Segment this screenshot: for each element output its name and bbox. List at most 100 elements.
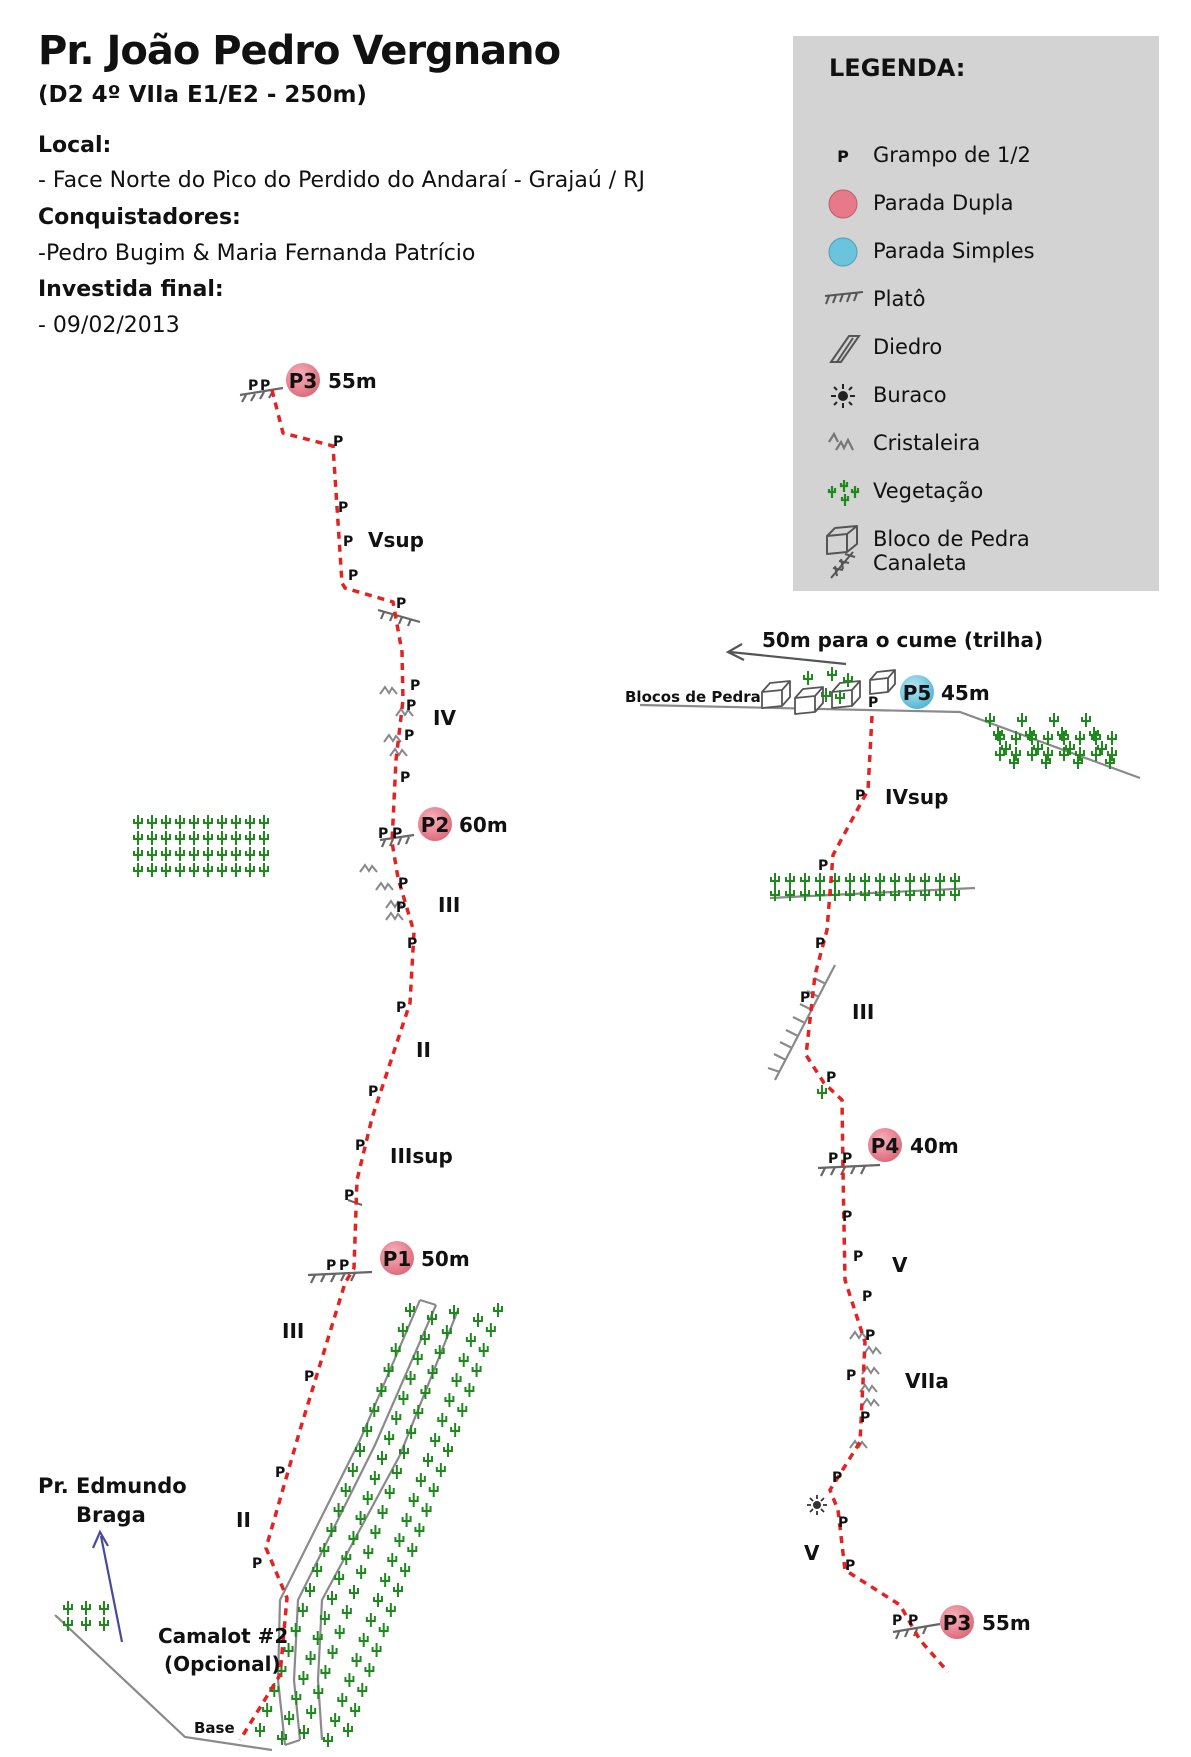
vegetation-icon (259, 830, 269, 846)
route-path-left (238, 389, 416, 1741)
vegetation-icon (423, 1452, 433, 1468)
anchor-length: 50m (421, 1247, 470, 1271)
vegetation-icon (217, 830, 227, 846)
summit-note: 50m para o cume (trilha) (725, 628, 1043, 666)
svg-text:P: P (355, 1138, 365, 1154)
boulders-label: Blocos de Pedra (625, 688, 761, 706)
legend-row-double-anchor: Parada Dupla (793, 184, 1159, 224)
vegetation-icon (133, 846, 143, 862)
dihedral-line-3 (316, 1309, 460, 1741)
vegetation-icon (189, 830, 199, 846)
vegetation-icon (414, 1522, 425, 1538)
vegetation-icon (189, 846, 199, 862)
vegetation-icon (371, 1642, 382, 1658)
vegetation-icon (407, 1542, 418, 1558)
svg-text:P: P (398, 876, 408, 892)
vegetation-icon (391, 1410, 402, 1426)
vegetation-icon (890, 872, 900, 888)
vegetation-icon (449, 1304, 459, 1320)
vegetation-icon (231, 862, 241, 878)
vegetation-icon (362, 1422, 373, 1438)
grade-label: III (438, 893, 460, 917)
svg-text:P: P (339, 1258, 349, 1274)
camalot-optional-note: (Opcional) (164, 1652, 281, 1676)
grade-label: Vsup (368, 528, 424, 552)
vegetation-icon (443, 1442, 453, 1458)
svg-text:P1: P1 (383, 1247, 412, 1271)
vegetation-icon (815, 872, 825, 888)
vegetation-icon (478, 1342, 489, 1358)
final-attempt-date: - 09/02/2013 (38, 313, 180, 338)
vegetation-icon (394, 1532, 405, 1548)
grade-label: IVsup (885, 785, 948, 809)
dihedral-bottom (284, 1738, 301, 1747)
vegetation-icon (1081, 712, 1091, 728)
vegetation-icon (815, 886, 825, 902)
legend-row-gully: Canaleta (793, 544, 1159, 584)
route-summary: (D2 4º VIIa E1/E2 - 250m) (38, 82, 367, 108)
route-line (238, 389, 950, 1741)
vegetation-icon (320, 1664, 331, 1680)
vegetation-icon (451, 1372, 462, 1388)
vegetation-icon (827, 480, 860, 506)
vegetation-icon (217, 846, 227, 862)
boulder-icon (826, 525, 858, 555)
vegetation-icon (387, 1552, 398, 1568)
vegetation-icon (380, 1572, 391, 1588)
vegetation-icon (385, 1602, 396, 1618)
svg-text:P: P (800, 990, 810, 1006)
vegetation-icon (147, 862, 157, 878)
vegetation-icon (373, 1592, 383, 1608)
legend-row-vegetation: Vegetação (793, 472, 1159, 512)
vegetation-marks (63, 666, 1117, 1748)
vegetation-icon (175, 814, 185, 830)
vegetation-icon (1017, 712, 1027, 728)
svg-text:P: P (400, 770, 410, 786)
svg-text:P: P (837, 147, 849, 166)
local-label: Local: (38, 133, 112, 158)
vegetation-icon (147, 830, 157, 846)
vegetation-icon (875, 872, 885, 888)
vegetation-icon (393, 1582, 403, 1598)
vegetation-icon (63, 1600, 73, 1616)
vegetation-icon (348, 1530, 359, 1546)
vegetation-icon (401, 1512, 412, 1528)
terrain-lines (54, 703, 1141, 1752)
legend-row-ledge: Platô (793, 280, 1159, 320)
vegetation-icon (408, 1492, 419, 1508)
vegetation-icon (259, 846, 269, 862)
vegetation-icon (437, 1412, 448, 1428)
base-label: Base (194, 1719, 235, 1737)
svg-text:P: P (368, 1084, 378, 1100)
grade-label: IV (433, 706, 456, 730)
dihedral-line-1 (276, 1299, 422, 1746)
anchor-p3-right: P3 55m (940, 1605, 1031, 1639)
svg-text:P: P (348, 568, 358, 584)
vegetation-icon (231, 830, 241, 846)
vegetation-icon (875, 886, 885, 902)
svg-text:P: P (846, 1368, 856, 1384)
vegetation-icon (245, 846, 255, 862)
vegetation-icon (299, 1724, 309, 1740)
legend-label-dihedral: Diedro (873, 335, 943, 359)
anchor-p1: P1 50m (380, 1241, 470, 1275)
vegetation-icon (357, 1682, 368, 1698)
vegetation-icon (175, 862, 185, 878)
grade-label: II (236, 1508, 251, 1532)
svg-text:P: P (860, 1410, 870, 1426)
ledge-p3-left (239, 386, 284, 403)
vegetation-icon (99, 1616, 109, 1632)
svg-text:P: P (275, 1465, 285, 1481)
vegetation-icon (845, 886, 855, 902)
vegetation-icon (203, 846, 213, 862)
svg-text:P: P (826, 1070, 836, 1086)
ledge-p4 (817, 1163, 881, 1177)
vegetation-icon (485, 1322, 496, 1338)
vegetation-icon (344, 1672, 355, 1688)
summit-trail-label: 50m para o cume (trilha) (762, 628, 1043, 652)
dihedral-top (419, 1298, 437, 1307)
vegetation-icon (920, 886, 930, 902)
vegetation-icon (435, 1462, 446, 1478)
svg-text:P: P (248, 378, 258, 394)
vegetation-icon (465, 1332, 476, 1348)
